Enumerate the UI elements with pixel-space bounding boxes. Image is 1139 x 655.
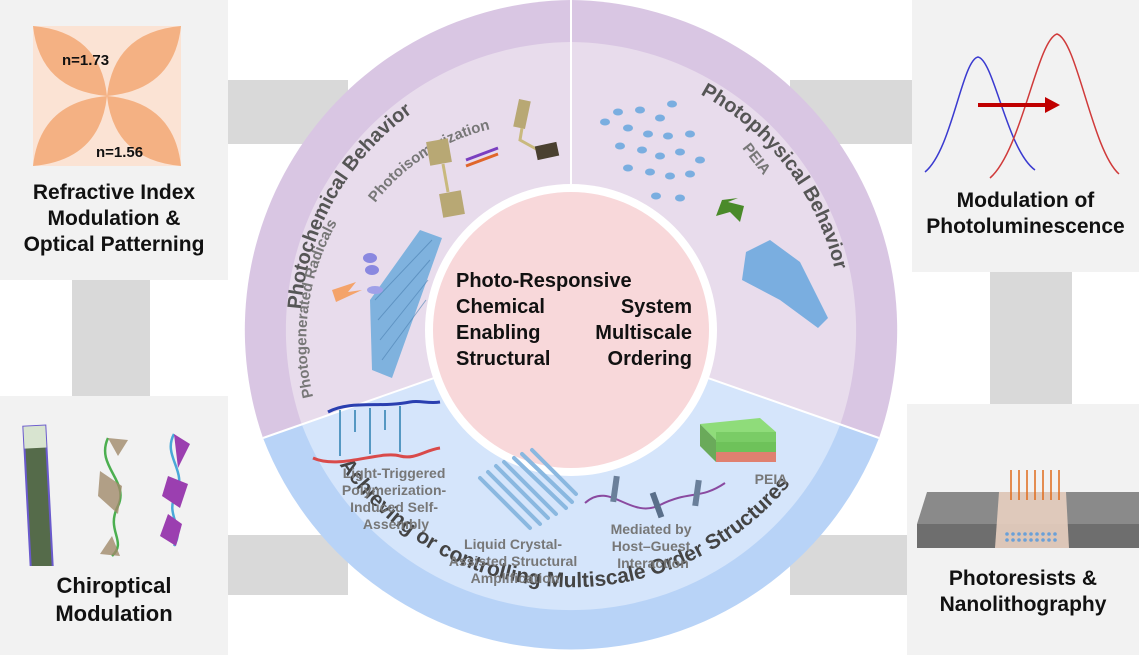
sector-multiscale-inner xyxy=(302,330,840,611)
liquid-crystal-illustration xyxy=(478,448,578,530)
ring-title-multiscale: Achieving or controlling Multiscale Orde… xyxy=(335,454,794,592)
pisa-illustration xyxy=(312,399,441,464)
sector-photophysical-outer xyxy=(571,0,898,438)
panel-refractive-index: n=1.73 n=1.56 Refractive Index Modulatio… xyxy=(0,0,228,280)
title-line: Modulation & xyxy=(47,207,181,230)
panel-title-photoresist: Photoresists & Nanolithography xyxy=(907,566,1139,618)
petal-pattern-illustration xyxy=(33,26,181,166)
panel-title-chiroptical: Chiroptical Modulation xyxy=(0,572,228,628)
center-line: Structural Ordering xyxy=(456,348,692,370)
title-line: Photoluminescence xyxy=(926,215,1125,238)
label-peia-top: PEIA xyxy=(739,140,774,178)
panel-photoluminescence: Modulation of Photoluminescence xyxy=(912,0,1139,272)
connector-bottom-left xyxy=(228,535,348,595)
label-liquid-crystal: Liquid Crystal- Assisted Structural Ampl… xyxy=(449,536,581,586)
title-line: Photoresists & xyxy=(948,567,1098,590)
n-low-label: n=1.56 xyxy=(96,144,144,161)
title-line: Refractive Index xyxy=(32,181,196,204)
green-arrow-icon xyxy=(716,198,744,222)
center-line: Enabling Multiscale xyxy=(456,322,692,344)
connector-right-vertical xyxy=(990,272,1072,404)
emission-shift-illustration xyxy=(924,33,1120,179)
panel-title-refractive: Refractive Index Modulation & Optical Pa… xyxy=(0,180,228,258)
sector-multiscale-outer xyxy=(263,330,879,650)
title-line: Optical Patterning xyxy=(23,233,205,256)
label-photogenerated-radicals: Photogenerated Radicals xyxy=(293,216,340,399)
sector-photochemical-outer xyxy=(244,0,571,438)
panel-chiroptical: Chiroptical Modulation xyxy=(0,396,228,655)
azobenzene-illustration xyxy=(426,99,560,218)
helix-illustration xyxy=(22,424,190,566)
peia-layers-illustration xyxy=(700,418,776,462)
title-line: Chiroptical xyxy=(56,573,172,598)
radical-stack-illustration xyxy=(332,230,442,378)
label-pisa: Light-Triggered Polymerization- Induced … xyxy=(342,465,450,532)
title-line: Nanolithography xyxy=(939,593,1107,616)
label-peia-bottom: PEIA xyxy=(755,471,788,487)
connector-top-left xyxy=(228,80,348,144)
connector-left-vertical xyxy=(72,280,150,396)
label-photoisomerization: Photoisomerization xyxy=(365,117,491,206)
host-guest-illustration xyxy=(584,475,726,519)
lithography-illustration xyxy=(917,470,1139,548)
label-host-guest: Mediated by Host–Guest Interaction xyxy=(611,521,696,571)
panel-photoresist: Photoresists & Nanolithography xyxy=(907,404,1139,655)
center-line: Photo-Responsive xyxy=(456,270,632,292)
title-line: Modulation xyxy=(55,601,173,626)
panel-title-photoluminescence: Modulation of Photoluminescence xyxy=(912,188,1139,240)
dispersed-molecules-illustration xyxy=(600,100,705,202)
connector-bottom-right xyxy=(790,535,910,595)
center-title: Photo-Responsive Chemical System Enablin… xyxy=(456,268,692,372)
n-high-label: n=1.73 xyxy=(62,52,110,69)
title-line: Modulation of xyxy=(956,189,1095,212)
connector-top-right xyxy=(790,80,912,144)
center-line: Chemical System xyxy=(456,296,692,318)
ordered-aggregate-illustration xyxy=(742,240,828,328)
